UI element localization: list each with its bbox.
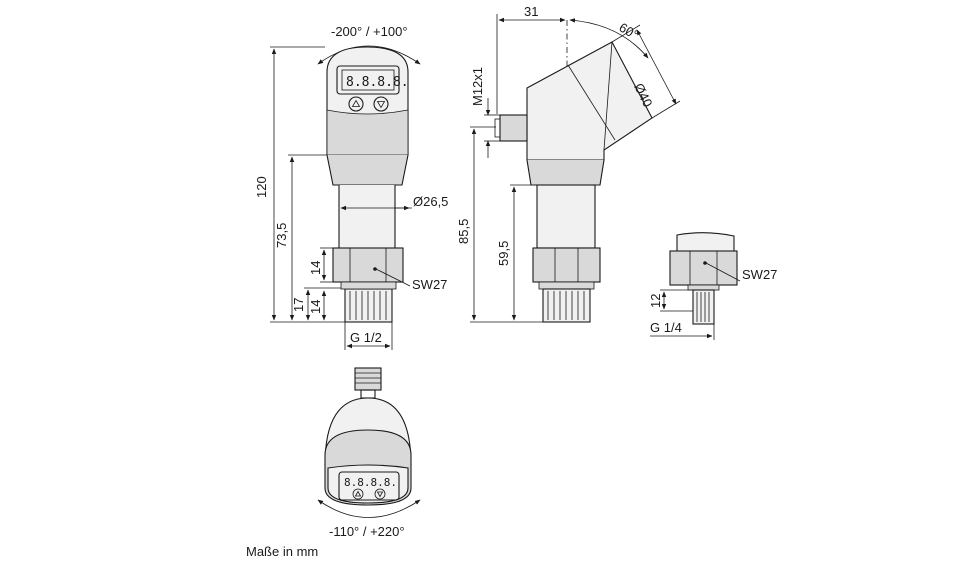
label-85-5: 85,5 xyxy=(456,219,471,244)
side-view: 31 60° Ø40 M12x1 85,5 59,5 xyxy=(456,4,681,323)
rotation-arrow-bottom xyxy=(317,499,421,518)
label-g12: G 1/2 xyxy=(350,330,382,345)
up-button xyxy=(348,96,364,112)
label-73-5: 73,5 xyxy=(274,223,289,248)
head-taper xyxy=(326,154,409,186)
label-59-5: 59,5 xyxy=(496,241,511,266)
tilted-head xyxy=(526,41,653,161)
label-14-hex: 14 xyxy=(308,261,323,275)
label-14-thread: 14 xyxy=(308,300,323,314)
display-digits: 8.8.8.8. xyxy=(346,75,409,90)
detail-thread xyxy=(692,289,715,325)
display-screen xyxy=(341,69,395,91)
label-rotation-bottom: -110° / +220° xyxy=(329,524,405,539)
down-button xyxy=(373,96,389,112)
rotation-arrow-top xyxy=(317,45,421,65)
front-view: -200° / +100° 8.8.8.8. xyxy=(254,24,448,350)
dim-diameter-head xyxy=(636,29,677,105)
top-connector xyxy=(354,367,382,391)
display-window xyxy=(336,65,400,95)
label-31: 31 xyxy=(524,4,538,19)
detail-body xyxy=(676,232,735,252)
top-up-arrow-icon xyxy=(354,490,362,497)
up-arrow-icon xyxy=(351,99,361,107)
g14-detail-view: SW27 12 G 1/4 xyxy=(648,232,777,340)
top-display-digits: 8.8.8.8. xyxy=(344,476,397,489)
hex-center-dot xyxy=(373,267,377,271)
body-tube xyxy=(338,185,396,249)
label-12: 12 xyxy=(648,294,663,308)
label-g14: G 1/4 xyxy=(650,320,682,335)
top-view: 8.8.8.8. -110° / +220° xyxy=(317,367,421,539)
label-sw27: SW27 xyxy=(412,277,447,292)
side-hex-nut xyxy=(532,247,601,283)
top-up-button xyxy=(352,488,364,500)
label-diameter-body: Ø26,5 xyxy=(413,194,448,209)
label-120: 120 xyxy=(254,176,269,198)
side-head-taper xyxy=(526,159,605,186)
side-process-thread xyxy=(542,288,591,323)
label-sw27-small: SW27 xyxy=(742,267,777,282)
units-note: Maße in mm xyxy=(246,544,318,559)
label-rotation-top: -200° / +100° xyxy=(331,24,408,39)
top-down-button xyxy=(374,488,386,500)
process-thread xyxy=(344,288,393,323)
head-collar xyxy=(326,109,409,156)
side-body-tube xyxy=(536,184,596,249)
m12-connector xyxy=(499,114,528,142)
detail-hex-nut xyxy=(669,250,738,286)
label-17: 17 xyxy=(291,298,306,312)
top-down-arrow-icon xyxy=(376,491,384,498)
down-arrow-icon xyxy=(376,101,386,109)
label-m12: M12x1 xyxy=(470,67,485,106)
